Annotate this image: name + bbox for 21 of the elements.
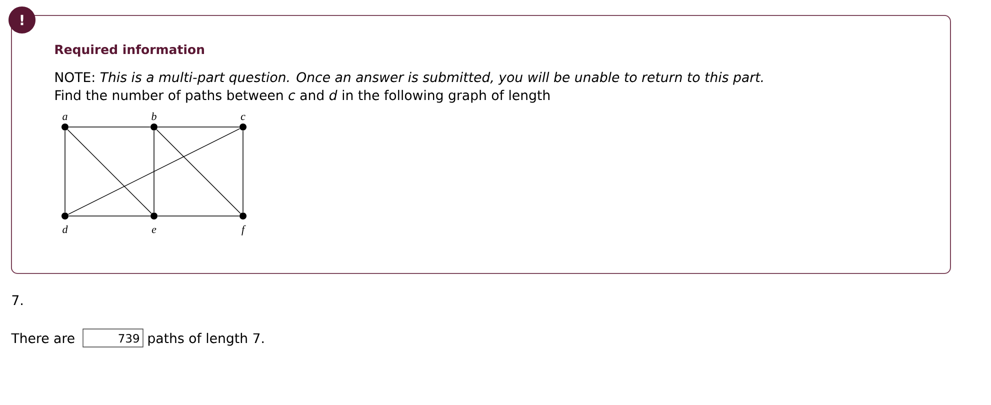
graph-edge [68,128,240,215]
graph-edge [64,130,66,213]
graph-edge [157,126,240,128]
graph-edge [156,129,241,214]
answer-box: 739 [82,328,144,348]
vertex-label: f [242,225,246,236]
vertex-label: b [152,112,156,120]
prompt-text: paths of length 7. [148,332,264,346]
prompt-text: There are [11,332,74,344]
graph-edge [67,129,152,214]
question-text: Find the number of paths between c and d in the following graph of length [56,90,550,103]
vertex-label: d [62,225,68,234]
vertex-label: a [62,114,68,120]
graph-edge [68,126,151,128]
question-number: 7. [12,295,22,305]
note-text: NOTE: This is a multi-part question. Once an answer is submitted, you will be unable to return to this part. [56,72,763,85]
graph-edge [242,130,244,213]
alert-badge: ! [8,6,36,34]
panel-heading: Required information [55,44,204,57]
vertex-label: e [152,228,156,234]
vertex-label: c [240,114,246,120]
